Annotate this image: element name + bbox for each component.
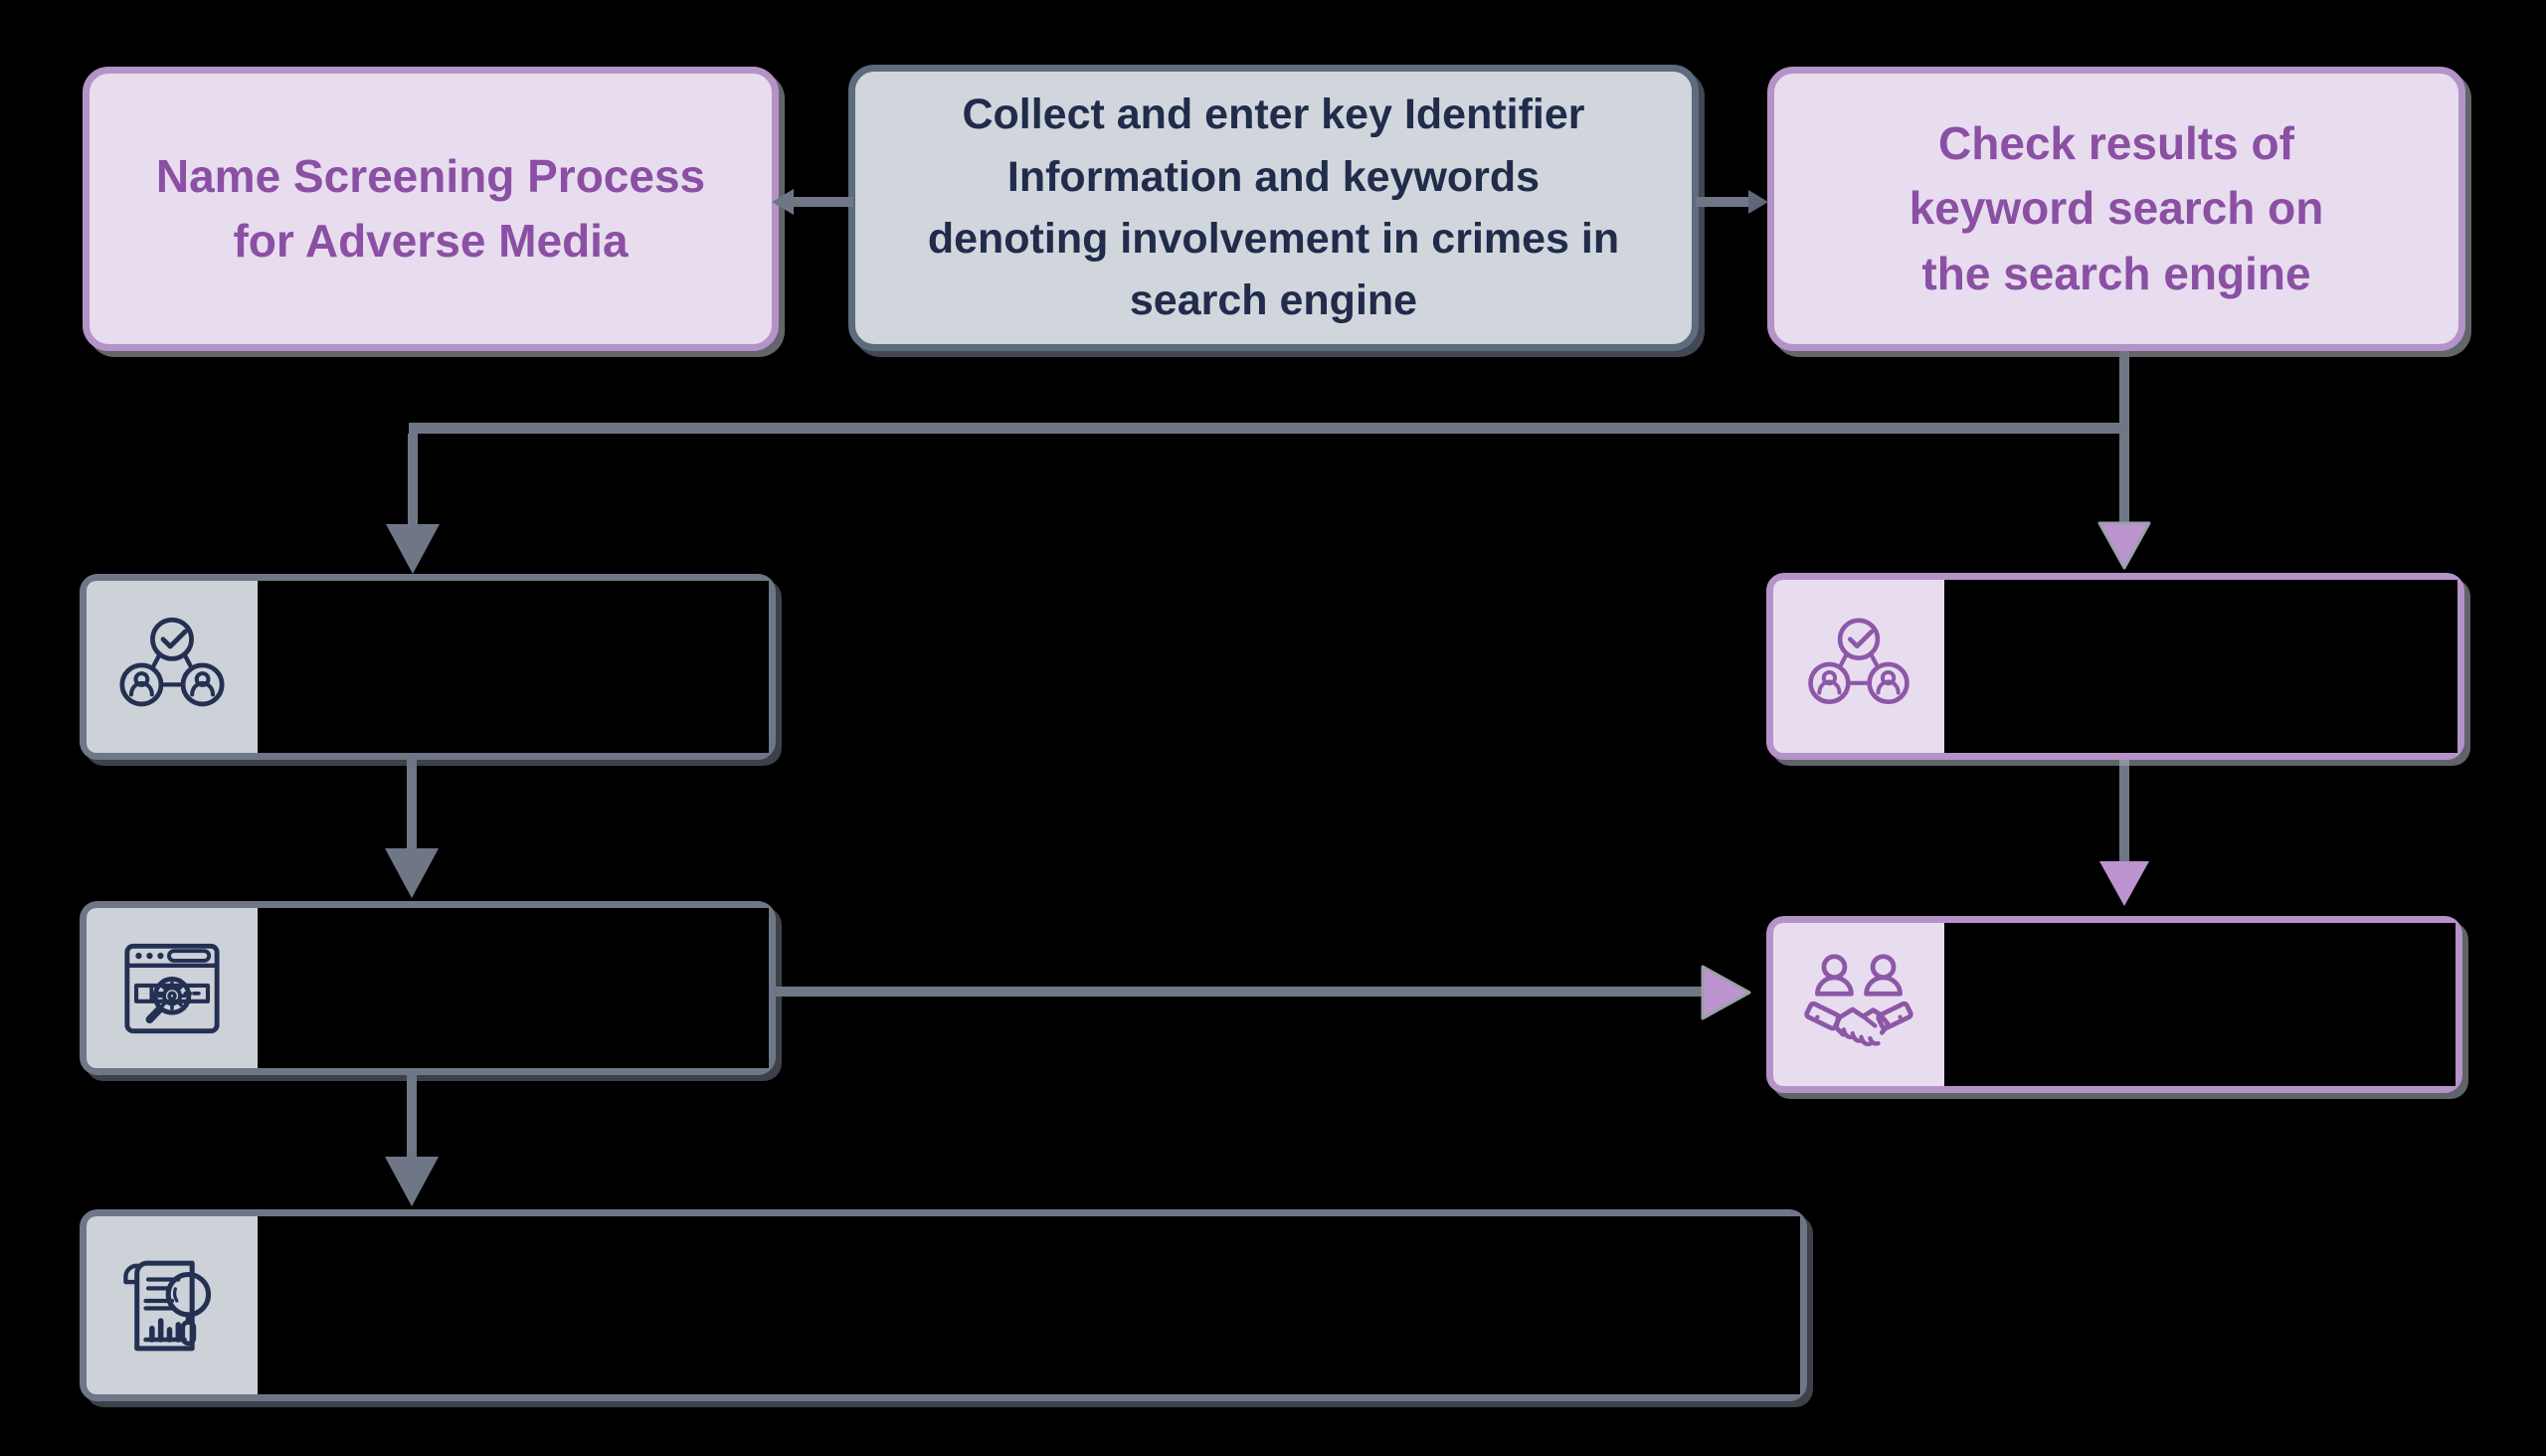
step-node-partnership-handshake: [1766, 916, 2462, 1093]
arrowhead-down-icon: [2099, 861, 2149, 906]
search-engine-settings-icon: [124, 943, 220, 1033]
step-body: [1944, 580, 2457, 753]
node-name-screening-title: Name Screening Process for Adverse Media: [83, 67, 779, 351]
connector-check-trunk: [2119, 351, 2129, 434]
connector-collect-check: [1696, 197, 1757, 207]
people-verification-icon: [1808, 618, 1910, 705]
step-node-people-verification: [80, 574, 776, 760]
step-body: [258, 581, 769, 753]
arrowhead-left-icon: [772, 189, 794, 215]
icon-tile: [1773, 580, 1944, 753]
partnership-handshake-icon: [1804, 954, 1913, 1046]
arrowhead-right-icon: [1701, 965, 1751, 1020]
connector-branch-horizontal: [409, 423, 2129, 434]
node-label: Collect and enter key Identifier Informa…: [927, 91, 1620, 325]
connector-l2-r2: [776, 987, 1704, 997]
step-node-report-analysis: [80, 1209, 1807, 1401]
connector-l2-l3: [407, 1075, 417, 1160]
connector-drop-left: [408, 434, 418, 528]
connector-title-collect: [788, 197, 853, 207]
step-body: [258, 908, 769, 1068]
step-node-search-engine-settings: [80, 901, 776, 1075]
arrowhead-down-icon: [386, 524, 440, 574]
arrowhead-down-icon: [385, 1157, 439, 1206]
step-body: [258, 1216, 1800, 1394]
connector-l1-l2: [407, 760, 417, 851]
step-node-people-verification-purple: [1766, 573, 2464, 760]
arrowhead-down-icon: [2097, 521, 2151, 570]
arrowhead-right-icon: [1748, 190, 1768, 214]
node-label: Check results of keyword search on the s…: [1909, 117, 2324, 299]
icon-tile: [87, 908, 258, 1068]
connector-r1-r2: [2119, 760, 2129, 862]
node-collect-identifier-info: Collect and enter key Identifier Informa…: [848, 65, 1699, 351]
report-analysis-icon: [123, 1260, 212, 1351]
icon-tile: [1773, 923, 1944, 1086]
icon-tile: [87, 1216, 258, 1394]
connector-drop-right: [2119, 434, 2129, 525]
node-label: Name Screening Process for Adverse Media: [155, 149, 706, 267]
node-check-results: Check results of keyword search on the s…: [1767, 67, 2465, 351]
people-verification-icon: [119, 617, 225, 706]
arrowhead-down-icon: [385, 848, 439, 898]
icon-tile: [87, 581, 258, 753]
step-body: [1944, 923, 2455, 1086]
